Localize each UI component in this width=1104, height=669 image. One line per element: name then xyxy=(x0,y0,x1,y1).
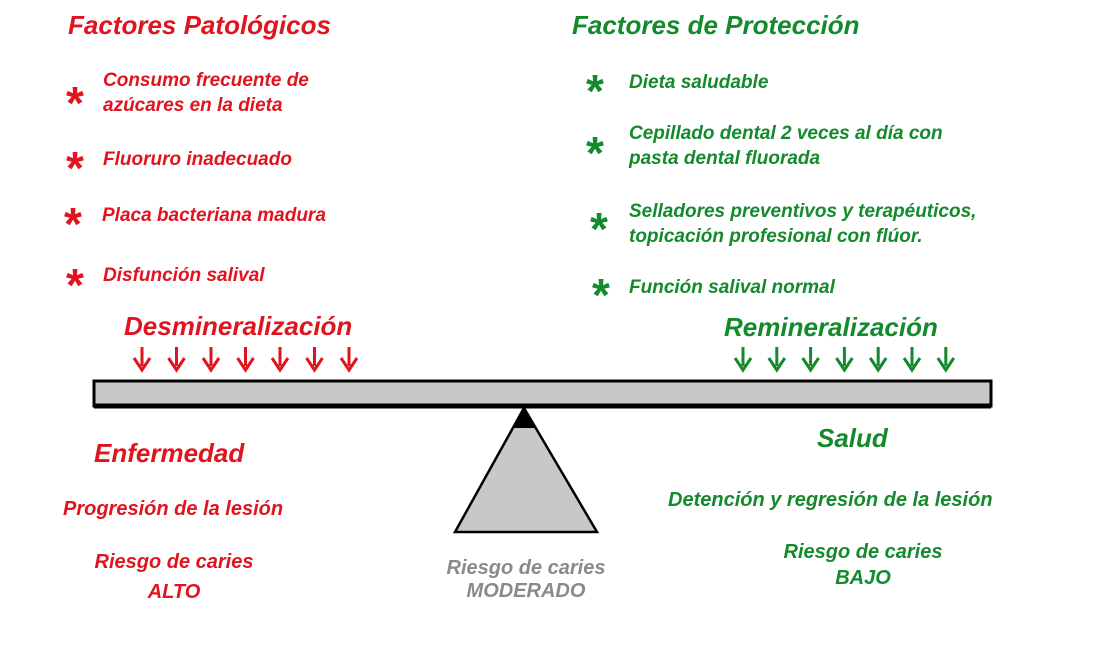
demineralization-arrows xyxy=(132,347,359,373)
red-down-arrow-icon xyxy=(339,347,359,373)
red-down-arrow-icon xyxy=(305,347,324,373)
high-risk-block: Riesgo de caries ALTO xyxy=(84,551,264,604)
pathologic-item-saliva: Disfunción salival xyxy=(103,265,265,286)
protective-item-brushing: Cepillado dental 2 veces al día con past… xyxy=(629,121,943,171)
green-down-arrow-icon xyxy=(835,347,854,373)
health-label: Salud xyxy=(817,423,888,453)
low-risk-block: Riesgo de caries BAJO xyxy=(764,541,962,590)
red-asterisk-icon: * xyxy=(64,198,82,250)
red-asterisk-icon: * xyxy=(66,259,84,311)
green-asterisk-icon: * xyxy=(592,269,610,321)
remineralization-label: Remineralización xyxy=(724,312,938,342)
risk-level-high: ALTO xyxy=(147,581,201,603)
risk-label: Riesgo de caries xyxy=(94,551,254,573)
green-down-arrow-icon xyxy=(801,347,820,373)
risk-label: Riesgo de caries xyxy=(446,557,606,579)
red-down-arrow-icon xyxy=(201,347,221,373)
green-down-arrow-icon xyxy=(767,347,787,373)
item-line: pasta dental fluorada xyxy=(629,148,821,169)
green-asterisk-icon: * xyxy=(590,203,608,255)
risk-label: Riesgo de caries xyxy=(783,541,943,563)
green-down-arrow-icon xyxy=(868,347,888,373)
protective-factors-title: Factores de Protección xyxy=(572,10,860,40)
lesion-progression-label: Progresión de la lesión xyxy=(63,498,284,520)
green-asterisk-icon: * xyxy=(586,65,604,117)
red-down-arrow-icon xyxy=(167,347,186,373)
red-asterisk-icon: * xyxy=(66,77,84,129)
item-line: Selladores preventivos y terapéuticos, xyxy=(629,201,977,222)
risk-level-low: BAJO xyxy=(835,567,891,589)
item-line: topicación profesional con flúor. xyxy=(629,226,923,247)
remineralization-arrows xyxy=(733,347,956,373)
red-down-arrow-icon xyxy=(132,347,152,373)
moderate-risk-block: Riesgo de caries MODERADO xyxy=(420,557,632,603)
red-down-arrow-icon xyxy=(270,347,290,373)
protective-item-saliva: Función salival normal xyxy=(629,277,835,298)
pathologic-factors-title: Factores Patológicos xyxy=(68,10,331,40)
disease-label: Enfermedad xyxy=(94,438,245,468)
scale-beam xyxy=(92,379,993,408)
pathologic-item-plaque: Placa bacteriana madura xyxy=(102,205,326,226)
protective-item-sealants: Selladores preventivos y terapéuticos, t… xyxy=(629,199,976,249)
item-line: Cepillado dental 2 veces al día con xyxy=(629,123,943,144)
green-down-arrow-icon xyxy=(936,347,956,373)
pathologic-item-fluoride: Fluoruro inadecuado xyxy=(103,149,292,170)
pathologic-item-sugar: Consumo frecuente de azúcares en la diet… xyxy=(103,68,309,118)
fulcrum-tip xyxy=(513,408,535,428)
demineralization-label: Desmineralización xyxy=(124,311,353,341)
item-line: azúcares en la dieta xyxy=(103,95,283,116)
item-line: Consumo frecuente de xyxy=(103,70,309,91)
red-down-arrow-icon xyxy=(236,347,255,373)
risk-level-moderate: MODERADO xyxy=(466,580,586,602)
lesion-regression-label: Detención y regresión de la lesión xyxy=(668,489,993,511)
red-asterisk-icon: * xyxy=(66,142,84,194)
protective-item-diet: Dieta saludable xyxy=(629,72,769,93)
scale-fulcrum xyxy=(452,405,600,534)
green-asterisk-icon: * xyxy=(586,127,604,179)
green-down-arrow-icon xyxy=(902,347,922,373)
green-down-arrow-icon xyxy=(733,347,753,373)
